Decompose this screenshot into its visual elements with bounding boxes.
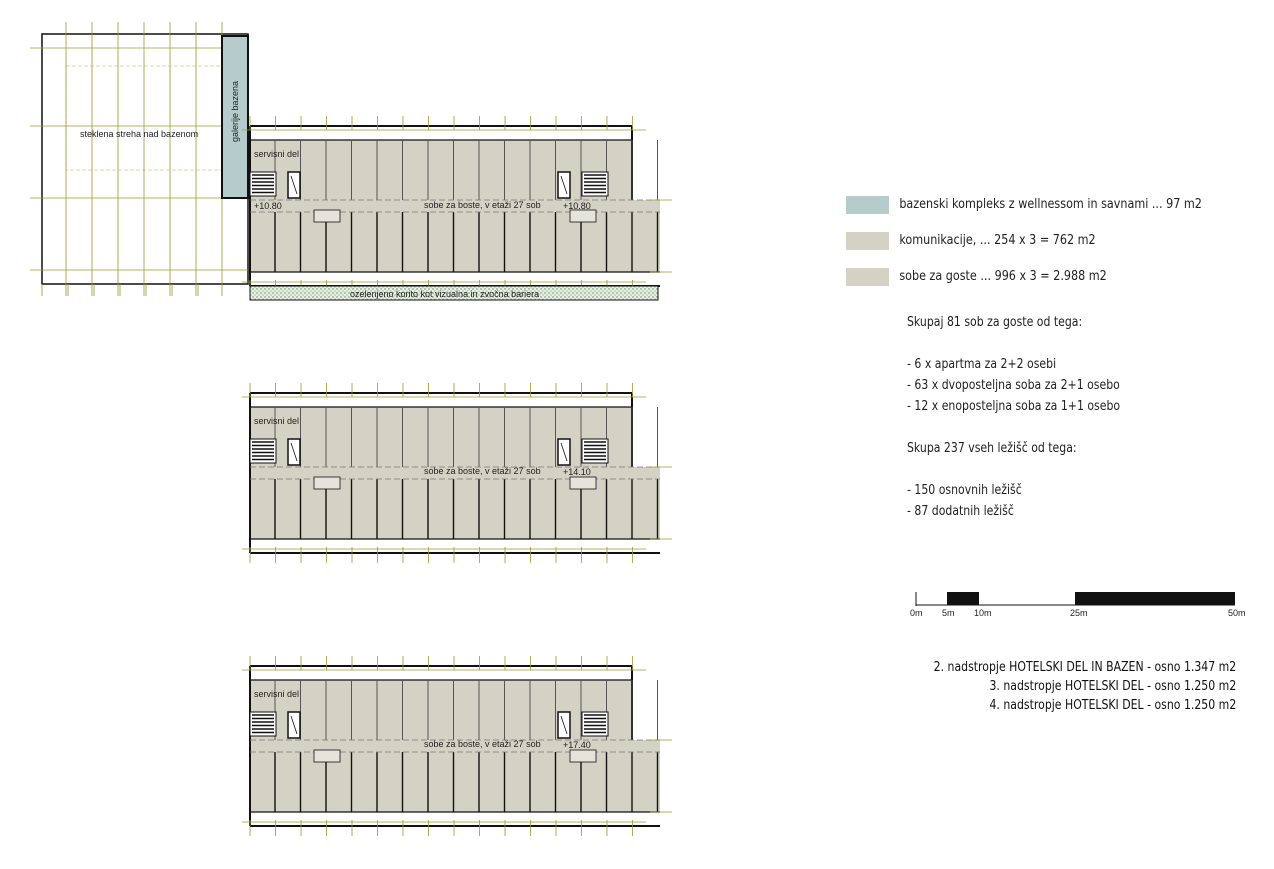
level-mark-right: +10.80 bbox=[563, 201, 591, 211]
guest-rooms-fill bbox=[250, 467, 660, 539]
rooms-label: sobe za boste, v etaži 27 sob bbox=[424, 200, 541, 210]
service-area-fill bbox=[250, 680, 632, 740]
legend-label-pool: bazenski kompleks z wellnessom in savnam… bbox=[899, 197, 1202, 212]
scale-tick-label: 25m bbox=[1070, 608, 1088, 618]
summary-line: 2. nadstropje HOTELSKI DEL IN BAZEN - os… bbox=[933, 660, 1236, 675]
guest-rooms-fill bbox=[250, 200, 660, 272]
service-area-fill bbox=[250, 140, 632, 200]
rooms-label: sobe za boste, v etaži 27 sob bbox=[424, 739, 541, 749]
legend-swatch-pool bbox=[846, 196, 889, 214]
scale-tick-label: 50m bbox=[1228, 608, 1246, 618]
shaft bbox=[569, 749, 597, 763]
rooms-label: sobe za boste, v etaži 27 sob bbox=[424, 466, 541, 476]
legend-swatch-rooms bbox=[846, 268, 889, 286]
glass-roof-block bbox=[41, 33, 249, 285]
service-area-fill bbox=[250, 407, 632, 467]
service-area-label: servisni del bbox=[254, 149, 299, 159]
shaft bbox=[313, 749, 341, 763]
service-area-label: servisni del bbox=[254, 689, 299, 699]
level-mark-right: +17.40 bbox=[563, 740, 591, 750]
shaft bbox=[569, 209, 597, 223]
elevator-cross bbox=[290, 175, 298, 195]
scale-bar-graphic bbox=[915, 592, 1235, 606]
guest-rooms-fill bbox=[250, 740, 660, 812]
room-item: - 63 x dvoposteljna soba za 2+1 osebo bbox=[907, 378, 1120, 393]
summary-line: 3. nadstropje HOTELSKI DEL - osno 1.250 … bbox=[989, 679, 1236, 694]
summary-line: 4. nadstropje HOTELSKI DEL - osno 1.250 … bbox=[989, 698, 1236, 713]
legend-label-rooms: sobe za goste ... 996 x 3 = 2.988 m2 bbox=[899, 269, 1107, 284]
service-area-label: servisni del bbox=[254, 416, 299, 426]
floor-plan-2nd-floor: steklena streha nad bazenom galerije baz… bbox=[30, 22, 672, 301]
elevator-cross bbox=[560, 442, 568, 462]
floor-plan-4th-floor: servisni del sobe za boste, v etaži 27 s… bbox=[242, 656, 672, 836]
pool-gallery-area bbox=[221, 35, 249, 199]
beds-heading: Skupa 237 vseh ležišč od tega: bbox=[907, 441, 1077, 456]
elevator-cross bbox=[290, 715, 298, 735]
hotel-wing-4th-floor bbox=[242, 656, 672, 836]
shaft bbox=[569, 476, 597, 490]
green-barrier-planter bbox=[249, 285, 659, 301]
elevator-cross bbox=[560, 175, 568, 195]
pool-gallery-label: galerije bazena bbox=[230, 81, 240, 142]
bed-item: - 150 osnovnih ležišč bbox=[907, 483, 1022, 498]
scale-tick-label: 5m bbox=[942, 608, 955, 618]
hotel-wing-3rd-floor bbox=[242, 383, 672, 563]
level-mark-right: +14.10 bbox=[563, 467, 591, 477]
legend-label-communications: komunikacije, ... 254 x 3 = 762 m2 bbox=[899, 233, 1096, 248]
room-notes: Skupaj 81 sob za goste od tega: - 6 x ap… bbox=[907, 312, 1120, 522]
elevator-cross bbox=[560, 715, 568, 735]
level-mark-left: +10.80 bbox=[254, 201, 282, 211]
scale-bar: 0m 5m 10m 25m 50m bbox=[908, 590, 1248, 620]
glass-roof-label: steklena streha nad bazenom bbox=[80, 129, 198, 139]
room-item: - 12 x enoposteljna soba za 1+1 osebo bbox=[907, 399, 1121, 414]
rooms-heading: Skupaj 81 sob za goste od tega: bbox=[907, 315, 1083, 330]
floor-plans-drawing: steklena streha nad bazenom galerije baz… bbox=[30, 22, 672, 836]
shaft bbox=[313, 476, 341, 490]
green-barrier-label: ozelenjeno korito kot vizualna in zvočna… bbox=[350, 289, 539, 299]
glass-roof-grid bbox=[30, 22, 248, 296]
floor-plan-3rd-floor: servisni del sobe za boste, v etaži 27 s… bbox=[242, 383, 672, 563]
scale-tick-label: 10m bbox=[974, 608, 992, 618]
legend-swatch-communications bbox=[846, 232, 889, 250]
shaft bbox=[313, 209, 341, 223]
bed-item: - 87 dodatnih ležišč bbox=[907, 504, 1014, 519]
hotel-wing-2nd-floor bbox=[242, 116, 672, 296]
elevator-cross bbox=[290, 442, 298, 462]
scale-tick-label: 0m bbox=[910, 608, 923, 618]
room-item: - 6 x apartma za 2+2 osebi bbox=[907, 357, 1057, 372]
floor-area-summary: 2. nadstropje HOTELSKI DEL IN BAZEN - os… bbox=[933, 658, 1236, 715]
